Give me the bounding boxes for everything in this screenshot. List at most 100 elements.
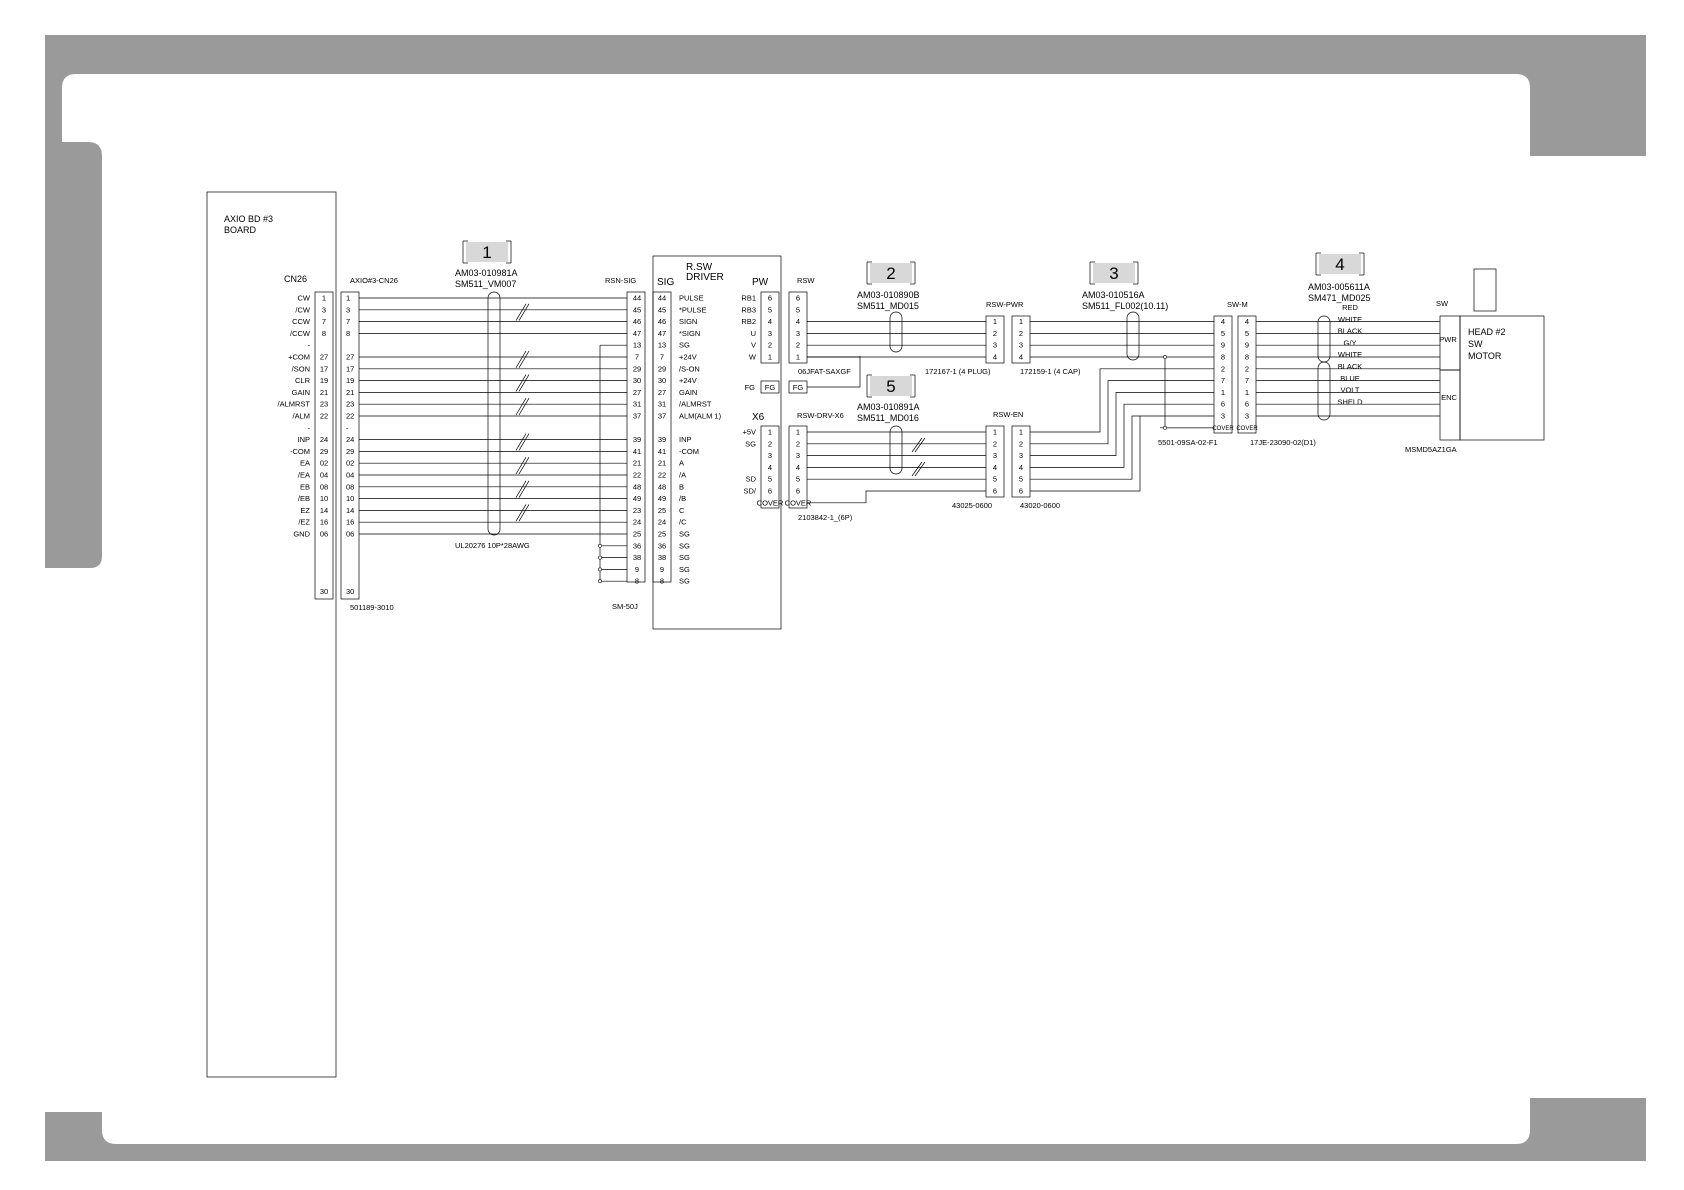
rsn-sig-pin: 46 xyxy=(633,317,641,326)
driver-sig-pin: 25 xyxy=(658,530,666,539)
junction-dot xyxy=(598,555,602,560)
rsn-sig-pin: 21 xyxy=(633,459,641,468)
cable-tag-2-fill xyxy=(870,263,912,283)
sw-m-right-pin: 9 xyxy=(1245,341,1249,350)
driver-fg-pin: FG xyxy=(765,383,776,392)
twist-mark xyxy=(515,398,527,416)
driver-sig-name: -COM xyxy=(679,447,699,456)
driver-sig-name: SG xyxy=(679,341,690,350)
rsw-en-right-part: 43020-0600 xyxy=(1020,501,1060,510)
rsn-sig-pin: 25 xyxy=(633,530,641,539)
junction-dot xyxy=(598,567,602,572)
cable-tag-1: 1 xyxy=(482,243,491,262)
axio-board-outline xyxy=(206,191,337,1078)
cable4-shield-enc xyxy=(1317,361,1331,421)
sw-m-right-part: 17JE-23090-02(D1) xyxy=(1250,438,1316,447)
sw-m-left-pin: 4 xyxy=(1221,317,1225,326)
cn26-pin: 23 xyxy=(320,400,328,409)
sw-m-left-pin: 8 xyxy=(1221,353,1225,362)
sw-m-header: SW-M xyxy=(1227,300,1248,309)
rsw-pwr-right-pin: 1 xyxy=(1019,317,1023,326)
rsw-pin: 5 xyxy=(796,305,800,314)
driver-sig-name: PULSE xyxy=(679,294,704,303)
driver-x6-name: SD/ xyxy=(743,487,756,496)
driver-sig-name: /C xyxy=(679,518,687,527)
axio-pin: 3 xyxy=(346,305,350,314)
driver-pw-header: PW xyxy=(752,277,769,288)
wire-color-label: G/Y xyxy=(1344,338,1357,347)
driver-pw-pin: 5 xyxy=(768,305,772,314)
rsw-en-left-pin: 1 xyxy=(993,428,997,437)
driver-sig-name: SIGN xyxy=(679,317,697,326)
junction-dot xyxy=(598,543,602,548)
rsw-en-left-pin: 4 xyxy=(993,463,997,472)
rsn-sig-pin: 9 xyxy=(635,565,639,574)
signal-name-left: /EB xyxy=(298,494,310,503)
sw-m-right-pin: 3 xyxy=(1245,412,1249,421)
driver-sig-pin: 31 xyxy=(658,400,666,409)
cable3-shield xyxy=(1126,311,1140,361)
cn26-pin: 17 xyxy=(320,364,328,373)
wire-color-label: RED xyxy=(1342,303,1358,312)
rsn-sig-pin: 37 xyxy=(633,412,641,421)
sw-m-right-pin: 8 xyxy=(1245,353,1249,362)
driver-sig-pin: 48 xyxy=(658,482,666,491)
junction-dot xyxy=(1163,425,1167,430)
rsw-en-right-pin: 3 xyxy=(1019,451,1023,460)
twist-mark xyxy=(515,457,527,475)
driver-x6-connector xyxy=(760,425,780,509)
signal-name-left: /SON xyxy=(292,364,310,373)
rsn-sig-part: SM-50J xyxy=(612,602,638,611)
twist-mark xyxy=(518,480,530,498)
driver-pw-pin: 2 xyxy=(768,341,772,350)
driver-sig-pin: 25 xyxy=(658,506,666,515)
rsn-sig-pin: 29 xyxy=(633,364,641,373)
driver-pw-pin: 3 xyxy=(768,329,772,338)
rsw-drv-x6-header: RSW-DRV-X6 xyxy=(797,411,844,420)
board-title: AXIO BD #3 xyxy=(224,214,273,224)
twist-mark xyxy=(911,461,923,477)
encoder-wire xyxy=(1030,380,1214,445)
cable-tag-3-fill xyxy=(1093,263,1135,283)
signal-name-left: - xyxy=(308,423,311,432)
twist-mark xyxy=(518,457,530,475)
driver-x6-pin: 1 xyxy=(768,428,772,437)
driver-sig-pin: 9 xyxy=(660,565,664,574)
axio-pin: - xyxy=(346,423,349,432)
cable3-part: AM03-010516A xyxy=(1082,290,1145,300)
signal-name-left: /EZ xyxy=(298,518,310,527)
driver-sig-name: +24V xyxy=(679,353,697,362)
junction-dot xyxy=(598,579,602,584)
signal-name-left: /CW xyxy=(295,305,311,314)
sw-m-right-pin: 5 xyxy=(1245,329,1249,338)
driver-sig-name: C xyxy=(679,506,685,515)
driver-x6-name: SD xyxy=(746,475,757,484)
cn26-pin: 19 xyxy=(320,376,328,385)
driver-sig-name: *PULSE xyxy=(679,305,707,314)
driver-sig-pin: 46 xyxy=(658,317,666,326)
cn26-pin: 10 xyxy=(320,494,328,503)
rsn-sig-pin: 27 xyxy=(633,388,641,397)
rsn-sig-pin: 48 xyxy=(633,482,641,491)
cable4-name: SM471_MD025 xyxy=(1308,293,1371,303)
twist-mark xyxy=(515,480,527,498)
rsn-sig-pin: 41 xyxy=(633,447,641,456)
cn26-pin: 02 xyxy=(320,459,328,468)
driver-pw-name: RB1 xyxy=(741,294,756,303)
driver-sig-pin: 45 xyxy=(658,305,666,314)
twist-mark xyxy=(515,303,527,321)
rsw-driver-outline xyxy=(652,255,782,630)
cn26-connector xyxy=(314,291,334,600)
cn26-pin: 24 xyxy=(320,435,328,444)
sw-m-right-pin: 6 xyxy=(1245,400,1249,409)
cable5-part: AM03-010891A xyxy=(857,402,920,412)
twist-mark xyxy=(518,398,530,416)
driver-sig-pin: 37 xyxy=(658,412,666,421)
page-sheet xyxy=(45,74,1646,1144)
driver-sig-name: ALM(ALM 1) xyxy=(679,412,722,421)
driver-pw-pin: 6 xyxy=(768,294,772,303)
axio-pin: 08 xyxy=(346,482,354,491)
cn26-pin: 29 xyxy=(320,447,328,456)
twist-mark xyxy=(518,350,530,368)
